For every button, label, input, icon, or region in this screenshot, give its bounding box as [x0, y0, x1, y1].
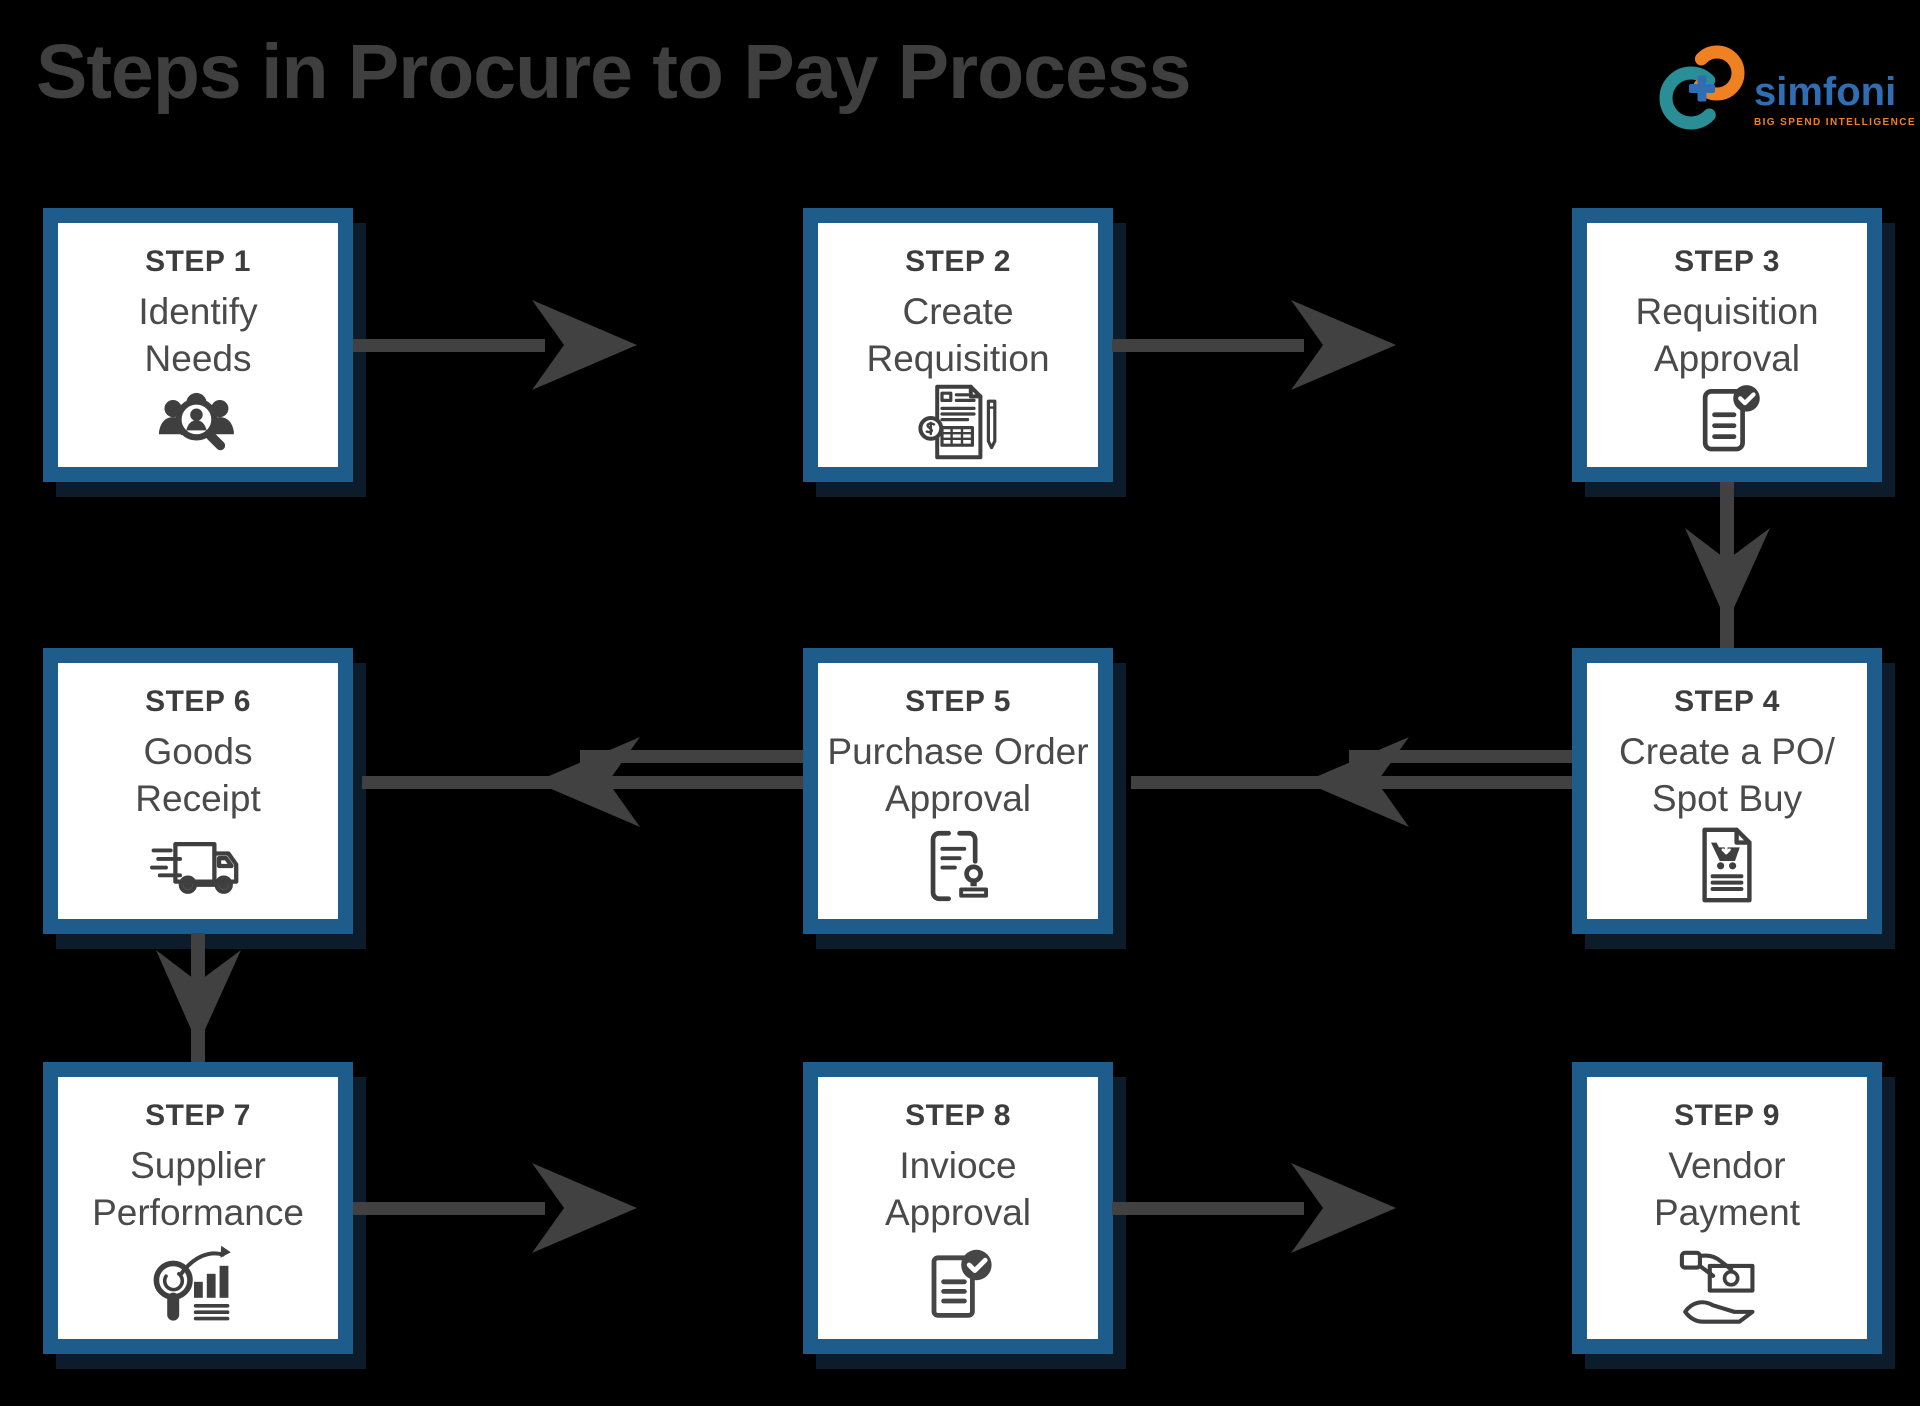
- step-label: STEP 9: [1674, 1099, 1780, 1132]
- arrow-shaft: [353, 1202, 545, 1215]
- step-title: Create Requisition: [866, 289, 1049, 382]
- arrow-head-right: [532, 1163, 637, 1253]
- step-title-line: Invioce: [899, 1145, 1017, 1186]
- step-title: Purchase Order Approval: [827, 729, 1088, 822]
- arrow-head-right: [532, 300, 637, 390]
- delivery-truck-icon: [138, 827, 258, 905]
- vendor-payment-icon: [1669, 1243, 1785, 1325]
- step-title-line: Identify: [138, 291, 258, 332]
- arrow-shaft: [1112, 339, 1304, 352]
- step-title-line: Supplier: [130, 1145, 266, 1186]
- step-8-card: STEP 8 Invioce Approval: [803, 1062, 1113, 1354]
- arrow-head-left: [1304, 737, 1409, 827]
- step-title: Vendor Payment: [1654, 1143, 1800, 1236]
- arrow-shaft-upper: [580, 750, 803, 763]
- step-9-card: STEP 9 Vendor Payment: [1572, 1062, 1882, 1354]
- step-label: STEP 1: [145, 245, 251, 278]
- performance-analysis-icon: [139, 1237, 257, 1325]
- step-title: Invioce Approval: [885, 1143, 1031, 1236]
- arrow-head-left: [535, 737, 640, 827]
- people-search-icon: [143, 382, 253, 460]
- step-title-line: Create: [902, 291, 1014, 332]
- logo-name: simfoni: [1754, 70, 1897, 114]
- arrow-head-right: [1291, 1163, 1396, 1253]
- step-label: STEP 5: [905, 685, 1011, 718]
- logo-text: simfoni BIG SPEND INTELLIGENCE: [1754, 72, 1916, 135]
- step-title: Identify Needs: [138, 289, 257, 382]
- step-label: STEP 6: [145, 685, 251, 718]
- step-2-card: STEP 2 Create Requisition: [803, 208, 1113, 482]
- step-title: Supplier Performance: [92, 1143, 304, 1236]
- arrow-shaft-upper: [1349, 750, 1572, 763]
- step-6-card: STEP 6 Goods Receipt: [43, 648, 353, 934]
- step-1-card: STEP 1 Identify Needs: [43, 208, 353, 482]
- step-label: STEP 4: [1674, 685, 1780, 718]
- simfoni-logo: simfoni BIG SPEND INTELLIGENCE: [1655, 40, 1916, 135]
- step-title-line: Goods: [143, 731, 253, 772]
- step-title-line: Requisition: [1635, 291, 1819, 332]
- step-7-card: STEP 7 Supplier Performance: [43, 1062, 353, 1354]
- step-4-card: STEP 4 Create a PO/ Spot Buy: [1572, 648, 1882, 934]
- arrow-head-down: [156, 950, 241, 1045]
- approved-invoice-icon: [906, 1245, 1010, 1325]
- page-title: Steps in Procure to Pay Process: [36, 29, 1191, 115]
- step-title-line: Approval: [884, 777, 1031, 819]
- step-title-line: Approval: [1653, 337, 1801, 379]
- step-title-line: Approval: [884, 1191, 1032, 1233]
- step-title-line: Payment: [1653, 1191, 1800, 1233]
- step-label: STEP 8: [905, 1099, 1011, 1132]
- step-title-line: Receipt: [135, 777, 261, 819]
- step-label: STEP 7: [145, 1099, 251, 1132]
- step-5-card: STEP 5 Purchase Order Approval: [803, 648, 1113, 934]
- step-title-line: Vendor: [1668, 1145, 1786, 1186]
- approved-document-icon: [1675, 382, 1779, 460]
- step-title: Goods Receipt: [135, 729, 260, 822]
- arrow-head-right: [1291, 300, 1396, 390]
- step-label: STEP 2: [905, 245, 1011, 278]
- simfoni-logo-mark-icon: [1659, 45, 1745, 130]
- step-title-line: Purchase Order: [827, 731, 1089, 772]
- step-title-line: Performance: [92, 1191, 304, 1233]
- purchase-order-cart-icon: [1675, 825, 1779, 905]
- step-title-line: Needs: [144, 337, 252, 379]
- step-title: Create a PO/ Spot Buy: [1619, 729, 1835, 822]
- step-label: STEP 3: [1674, 245, 1780, 278]
- arrow-head-down: [1685, 528, 1770, 623]
- step-title: Requisition Approval: [1635, 289, 1818, 382]
- step-title-line: Spot Buy: [1651, 777, 1803, 819]
- step-title-line: Requisition: [866, 337, 1050, 379]
- logo-tagline: BIG SPEND INTELLIGENCE: [1754, 117, 1916, 128]
- step-title-line: Create a PO/: [1619, 731, 1835, 772]
- requisition-document-icon: [904, 382, 1012, 462]
- stamp-document-icon: [906, 827, 1010, 905]
- arrow-shaft: [353, 339, 545, 352]
- step-3-card: STEP 3 Requisition Approval: [1572, 208, 1882, 482]
- arrow-shaft: [1112, 1202, 1304, 1215]
